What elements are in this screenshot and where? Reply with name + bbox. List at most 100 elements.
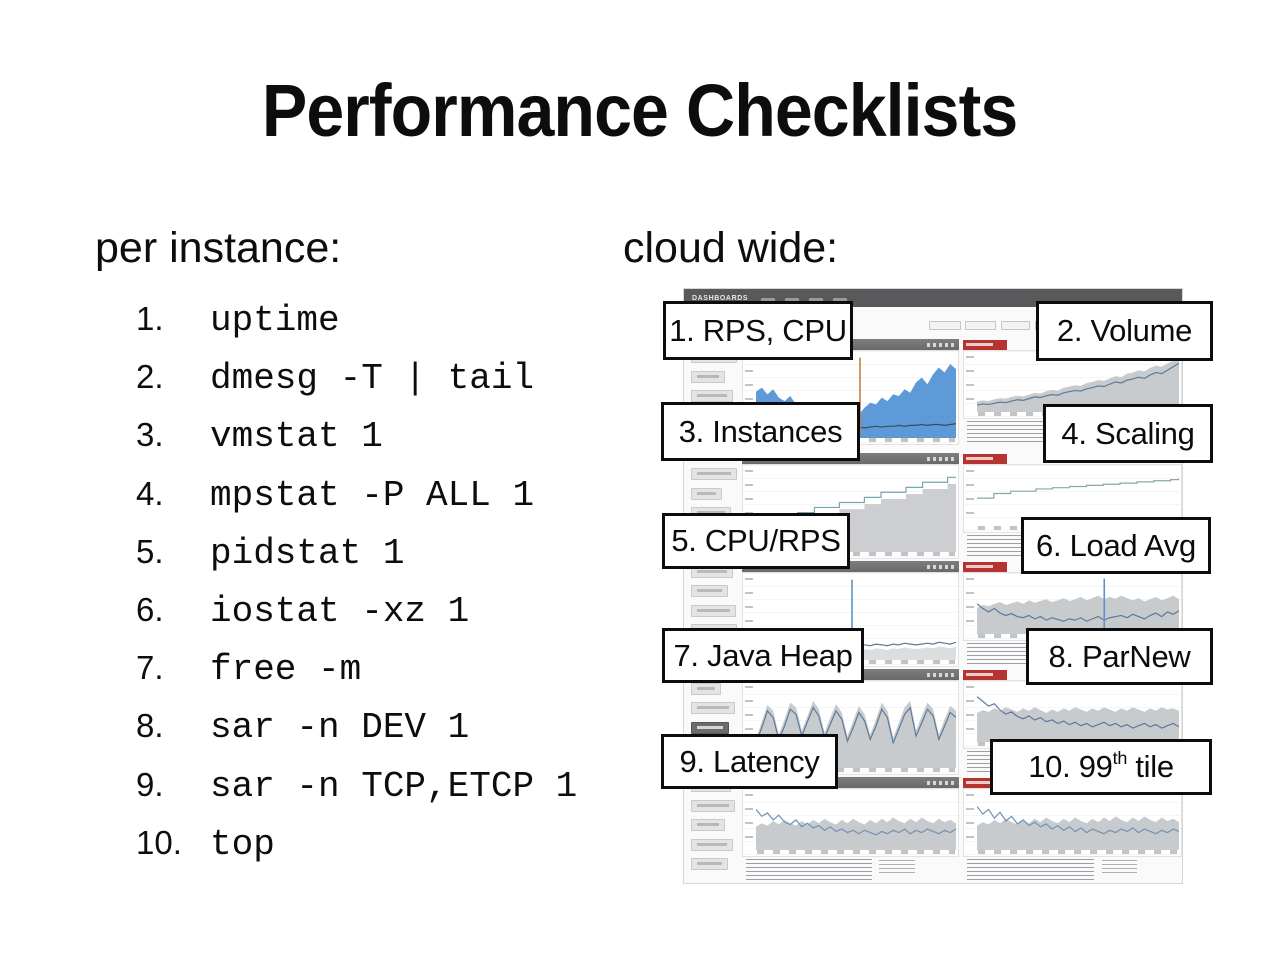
list-command: pidstat 1: [210, 532, 405, 574]
list-number: 3.: [136, 416, 164, 454]
dashboard-sidebar-item[interactable]: [691, 838, 733, 851]
dashboard-sidebar-item[interactable]: [691, 487, 722, 500]
list-item: 9.sar -n TCP,ETCP 1: [136, 766, 577, 824]
list-command: iostat -xz 1: [210, 590, 470, 632]
dashboard-brand: DASHBOARDS: [692, 294, 749, 302]
dashboard-sidebar-item[interactable]: [691, 585, 728, 597]
callout-text: 3. Instances: [678, 413, 843, 449]
x-axis-ticks: [978, 850, 1178, 854]
list-command: uptime: [210, 300, 340, 341]
panel-toolbar-icons[interactable]: [927, 342, 955, 347]
list-command: sar -n TCP,ETCP 1: [210, 765, 578, 807]
x-axis-ticks: [757, 552, 955, 556]
panel-badge-row: [963, 561, 1182, 572]
dashboard-sidebar-item[interactable]: [691, 682, 721, 695]
y-axis-ticks: [745, 794, 753, 847]
list-item: 5. pidstat 1: [136, 533, 577, 591]
callout-5: 5. CPU/RPS: [662, 513, 850, 569]
panel-alert-badge: [963, 339, 1007, 350]
list-number: 5.: [136, 532, 164, 570]
panel-alert-badge: [963, 453, 1007, 464]
panel-title-bar: [742, 777, 959, 788]
callout-8: 8. ParNew: [1026, 628, 1213, 685]
y-axis-ticks: [966, 578, 974, 631]
dashboard-sidebar-item[interactable]: [691, 702, 735, 714]
slide-title-text: Performance Checklists: [262, 69, 1018, 152]
list-command: vmstat 1: [210, 416, 383, 458]
list-command: mpstat -P ALL 1: [210, 474, 535, 516]
panel-title-bar: [742, 561, 959, 572]
list-item: 6. iostat -xz 1: [136, 591, 577, 649]
callout-text: 9. Latency: [679, 743, 820, 779]
callout-3: 3. Instances: [661, 402, 860, 461]
list-item: 8. sar -n DEV 1: [136, 707, 577, 765]
callout-9: 9. Latency: [661, 734, 838, 789]
callout-1: 1. RPS, CPU: [663, 301, 853, 360]
list-number: 10.: [136, 823, 182, 861]
subheader-tab[interactable]: [929, 321, 961, 330]
y-axis-ticks: [966, 470, 974, 523]
dashboard-menu-item[interactable]: [761, 298, 776, 302]
panel-badge-row: [963, 339, 1182, 350]
slide-title: Performance Checklists: [0, 68, 1280, 153]
chart-legend: [746, 859, 915, 881]
y-axis-ticks: [745, 578, 753, 657]
cloud-wide-heading: cloud wide:: [623, 224, 839, 272]
latency-chart-svg: [756, 792, 956, 850]
list-item: 3. vmstat 1: [136, 416, 577, 474]
list-command: sar -n DEV 1: [210, 707, 470, 749]
dashboard-menu-item[interactable]: [785, 298, 800, 302]
dashboard-sidebar-item[interactable]: [691, 390, 733, 402]
list-command: dmesg -T | tail: [210, 358, 535, 400]
dashboard-sidebar-item[interactable]: [691, 468, 737, 480]
volume-chart-svg: [977, 358, 1179, 412]
panel-toolbar-icons[interactable]: [927, 564, 955, 569]
callout-text: 10. 99: [1028, 749, 1113, 784]
subheader-tab[interactable]: [965, 321, 996, 330]
load-avg-chart-svg: [977, 576, 1179, 634]
callout-text: 6. Load Avg: [1036, 527, 1196, 563]
latency-chart: [742, 788, 959, 857]
list-number: 7.: [136, 649, 164, 687]
list-number: 6.: [136, 590, 164, 628]
parnew-chart-panel: [963, 669, 1182, 775]
panel-toolbar-icons[interactable]: [927, 456, 955, 461]
dashboard-body: [684, 307, 1182, 883]
dashboard-sidebar-item[interactable]: [691, 370, 725, 383]
list-command: free -m: [210, 649, 362, 691]
parnew-chart: [963, 680, 1182, 749]
panel-badge-row: [963, 453, 1182, 464]
p99-tile-chart: [963, 788, 1182, 857]
list-number: 8.: [136, 707, 164, 745]
list-item: 1.uptime: [136, 300, 577, 358]
per-instance-heading: per instance:: [95, 224, 342, 272]
y-axis-ticks: [966, 356, 974, 409]
panel-toolbar-icons[interactable]: [927, 780, 955, 785]
y-axis-ticks: [745, 470, 753, 549]
list-command: top: [210, 823, 275, 865]
callout-text: 2. Volume: [1056, 313, 1193, 348]
p99-tile-chart-svg: [977, 792, 1179, 850]
panel-alert-badge: [963, 669, 1007, 680]
dashboard-menu-item[interactable]: [833, 298, 848, 302]
dashboard-menu-item[interactable]: [809, 298, 824, 302]
callout-text: 7. Java Heap: [673, 637, 853, 673]
chart-legend: [967, 859, 1138, 881]
dashboard-sidebar-item[interactable]: [691, 858, 728, 870]
callout-text: 5. CPU/RPS: [671, 523, 841, 558]
callout-4: 4. Scaling: [1043, 404, 1213, 463]
p99-tile-chart-panel: [963, 777, 1182, 883]
panel-toolbar-icons[interactable]: [927, 672, 955, 677]
panel-badge-row: [963, 777, 1182, 788]
dashboard-sidebar-item[interactable]: [691, 799, 735, 812]
panel-alert-badge: [963, 561, 1007, 572]
scaling-chart-svg: [977, 468, 1179, 526]
dashboard-sidebar-item[interactable]: [691, 819, 725, 831]
latency-chart-panel: [742, 777, 959, 883]
parnew-chart-svg: [977, 684, 1179, 742]
subheader-tab[interactable]: [1001, 321, 1030, 330]
dashboard-sidebar-item[interactable]: [691, 721, 729, 734]
dashboard-sidebar-item[interactable]: [691, 604, 736, 617]
y-axis-ticks: [966, 794, 974, 847]
callout-2: 2. Volume: [1036, 301, 1213, 361]
